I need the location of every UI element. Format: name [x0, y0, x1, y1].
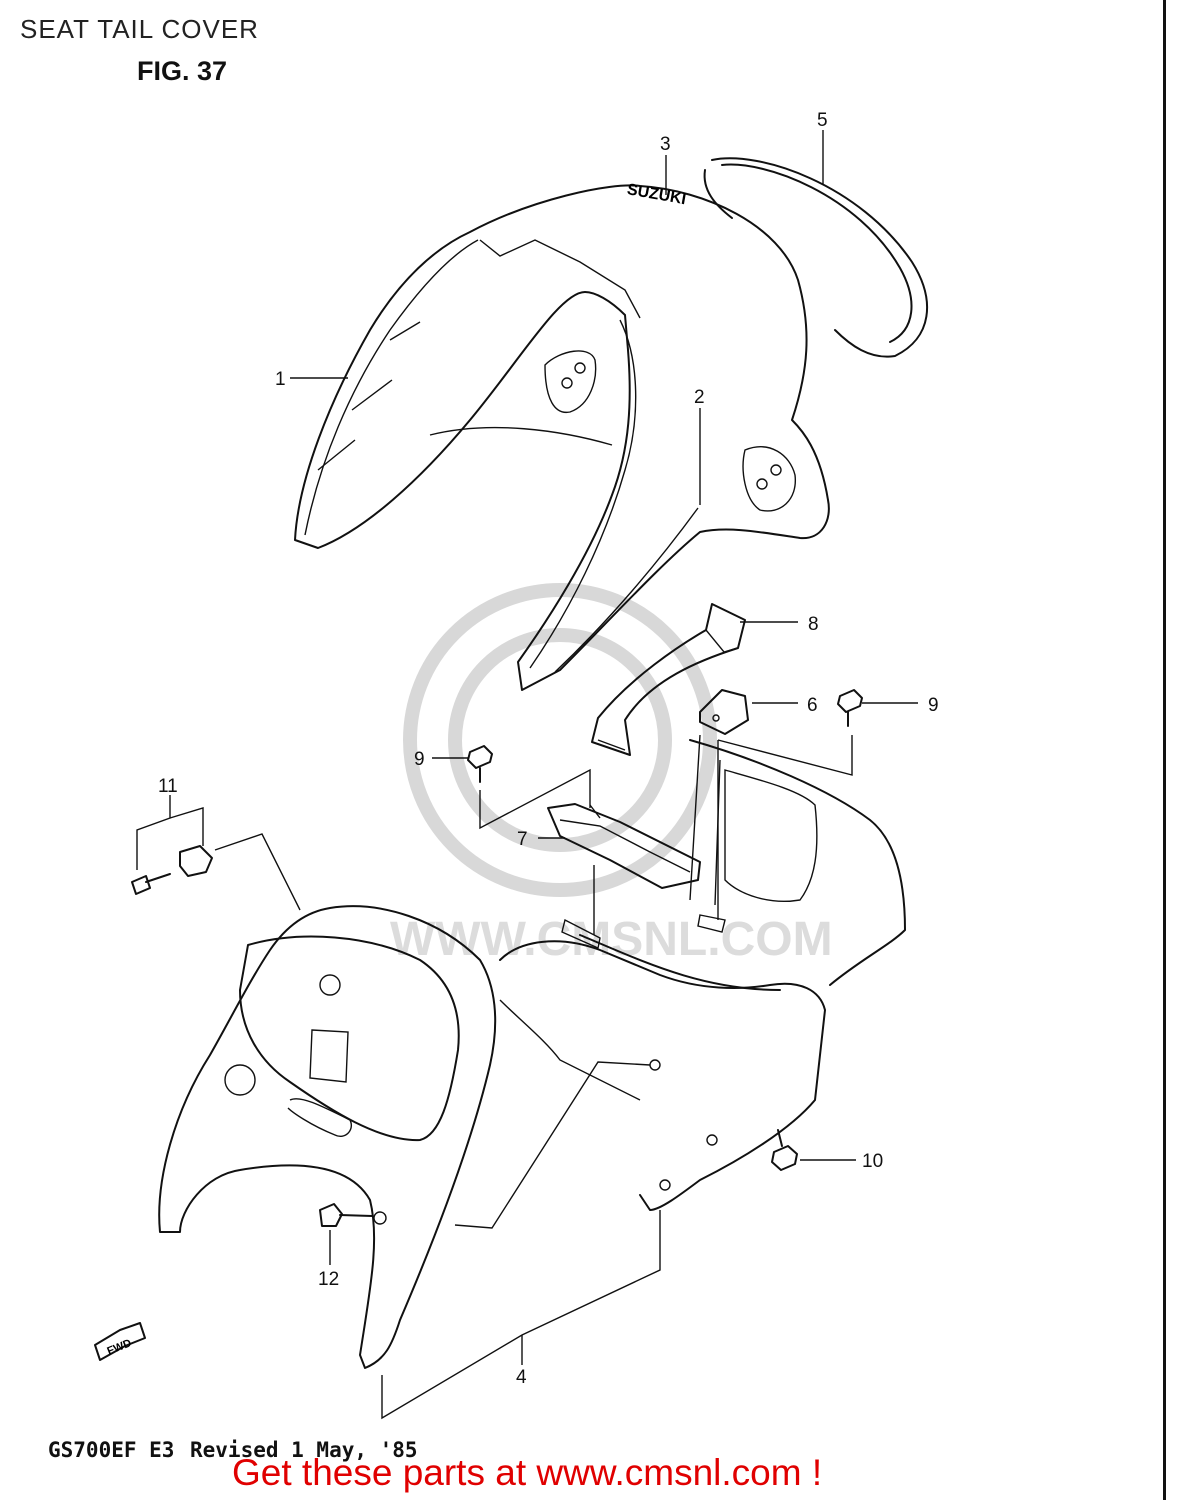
part-8-strap [591, 603, 746, 756]
watermark-logo: WWW.CMSNL.COM [390, 583, 833, 966]
callout-3: 3 [660, 134, 671, 155]
leader-lines [136, 130, 918, 1420]
shop-banner-link[interactable]: Get these parts at www.cmsnl.com ! [232, 1452, 823, 1493]
figure-number: FIG. 37 [137, 56, 228, 86]
callout-9-left: 9 [414, 749, 425, 770]
revision-note: Revised 1 May, '85 [190, 1438, 418, 1462]
part-9-bolt-left [467, 745, 493, 783]
fwd-label: FWD [106, 1337, 134, 1358]
callout-6: 6 [807, 695, 818, 716]
callout-2: 2 [694, 387, 705, 408]
part-7-bracket [547, 803, 701, 889]
part-6-clip [699, 689, 749, 735]
callout-11: 11 [158, 776, 178, 797]
callout-7: 7 [517, 829, 528, 850]
part-12-screw [319, 1203, 387, 1227]
part-11-screw-grommet [131, 845, 213, 895]
part-1-tail-cover: SUZUKI [294, 181, 830, 691]
part-10-screw [771, 1129, 798, 1171]
part-9-bolt-right [837, 689, 863, 727]
part-4-rear-fender [158, 734, 906, 1369]
callout-4: 4 [516, 1367, 527, 1388]
callout-5: 5 [817, 110, 828, 131]
part-5-seal-rim [703, 157, 929, 358]
callout-9-right: 9 [928, 695, 939, 716]
suzuki-emblem: SUZUKI [626, 181, 688, 208]
page-title: SEAT TAIL COVER [20, 14, 259, 44]
fwd-arrow-icon: FWD [94, 1322, 146, 1361]
callout-8: 8 [808, 614, 819, 635]
watermark-text: WWW.CMSNL.COM [390, 913, 833, 966]
page-edge-rule [1163, 0, 1166, 1500]
callout-10: 10 [862, 1151, 883, 1172]
callout-12: 12 [318, 1269, 339, 1290]
callout-1: 1 [275, 369, 286, 390]
model-code: GS700EF E3 [48, 1438, 175, 1462]
